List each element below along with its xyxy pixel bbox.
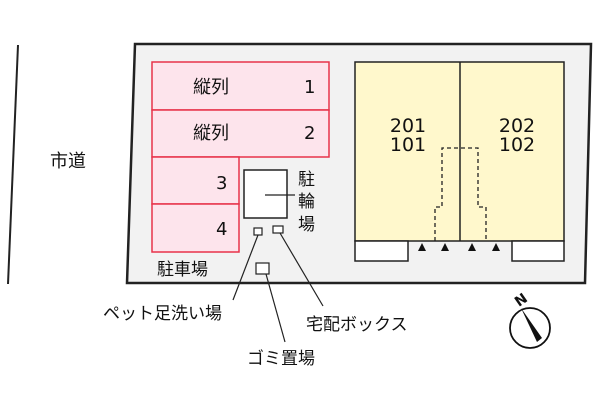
parking-number: 2: [304, 123, 315, 144]
parking-space-3: [151, 156, 240, 205]
pet-wash-label: ペット足洗い場: [103, 304, 222, 324]
parking-space-4: [151, 203, 240, 253]
road-label: 市道: [50, 151, 86, 172]
unit-number: 201: [390, 115, 426, 137]
garbage-box: [255, 262, 270, 275]
compass-icon: N: [509, 291, 551, 349]
parking-number: 4: [216, 219, 227, 240]
leader-line: [279, 232, 324, 307]
delivery-box-label: 宅配ボックス: [306, 315, 408, 335]
delivery-box: [272, 225, 284, 234]
entrance-triangle-icon: [418, 243, 426, 251]
leader-line: [232, 234, 259, 301]
parking-space-1: [151, 61, 330, 111]
bicycle-parking-label-1: 駐: [298, 170, 315, 190]
garbage-label: ゴミ置場: [247, 348, 315, 369]
balcony-box: [354, 240, 409, 262]
parking-type-label: 縦列: [193, 77, 229, 98]
bicycle-parking-label-2: 輪: [298, 192, 315, 212]
parking-area: 縦列 1 縦列 2 3 4 駐車場: [151, 61, 330, 280]
parking-type-label: 縦列: [193, 123, 229, 144]
unit-number: 102: [499, 134, 535, 156]
parking-space-2: [151, 109, 330, 158]
entrance-triangle-icon: [468, 243, 476, 251]
bicycle-parking: 駐 輪 場: [243, 169, 315, 235]
unit-number: 202: [499, 115, 535, 137]
building: 201 101 202 102: [354, 61, 565, 262]
pet-wash-box: [253, 227, 263, 236]
balcony-box: [511, 240, 565, 262]
road-edge-line: [7, 44, 19, 285]
bicycle-parking-label-3: 場: [298, 215, 315, 235]
entrance-triangle-icon: [441, 243, 449, 251]
bicycle-parking-box: [243, 169, 288, 219]
parking-number: 1: [304, 77, 315, 98]
entrance-triangle-icon: [492, 243, 500, 251]
stairway-outline: [434, 147, 487, 241]
unit-number: 101: [390, 134, 426, 156]
leader-line: [265, 273, 286, 343]
parking-number: 3: [216, 173, 227, 194]
parking-label: 駐車場: [157, 260, 208, 280]
